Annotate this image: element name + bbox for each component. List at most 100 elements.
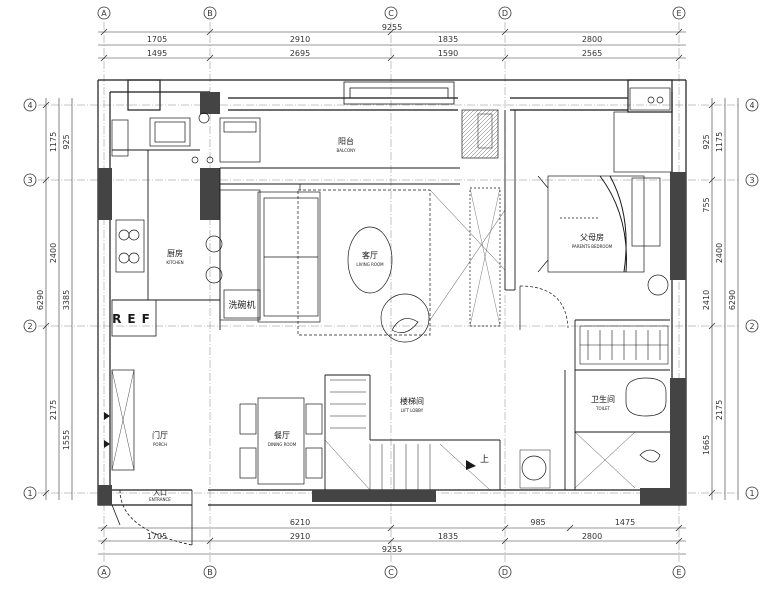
lift-label-cn: 楼梯间 (400, 396, 424, 406)
axis-bottom-4-label: E (676, 568, 681, 577)
dim-left-1: 1175 (49, 132, 58, 152)
toilet-fixtures (574, 377, 670, 489)
bathtub (625, 377, 667, 417)
living-rug (297, 189, 431, 336)
porch-label-en: PORCH (153, 442, 167, 447)
axis-left-3-circle (23, 486, 37, 500)
fridge-label: REF (112, 312, 156, 326)
axis-right-1-circle (745, 173, 759, 187)
axis-bottom-2-label: C (388, 568, 394, 577)
axis-top-0-label: A (101, 9, 107, 18)
entrance-label-cn: 入口 (153, 489, 167, 497)
dim-right-1: 925 (702, 134, 711, 149)
axis-left-2-label: 2 (27, 322, 32, 331)
dim-top2-3: 1590 (438, 49, 458, 58)
dim-bottom2-3: 1835 (438, 532, 458, 541)
axis-left-0-label: 4 (27, 101, 32, 110)
stair-up-label: 上 (480, 454, 489, 465)
dim-left-total: 6290 (36, 290, 45, 310)
dim-top-1: 1705 (147, 35, 167, 44)
axis-bottom-2-circle (384, 565, 398, 579)
axis-bottom-3-circle (498, 565, 512, 579)
parents-label-cn: 父母房 (580, 232, 604, 242)
dishwasher: 洗碗机 (223, 289, 261, 319)
axis-top-0-circle (97, 6, 111, 20)
porch-markers (104, 412, 110, 448)
corridor-wardrobe (579, 325, 669, 365)
dim-right-2: 755 (702, 197, 711, 212)
plant (639, 449, 661, 463)
balcony-label-en: BALCONY (336, 148, 356, 153)
kitchen-fixtures (111, 112, 261, 273)
dim-right-mid-2: 2400 (715, 243, 724, 263)
kitchen-label-en: KITCHEN (166, 260, 183, 265)
dining-table (257, 397, 305, 485)
living-label-en: LIVING ROOM (356, 262, 384, 267)
dim-right-3: 2410 (702, 290, 711, 310)
dim-bottom-3: 1475 (615, 518, 635, 527)
axis-right-1-label: 3 (749, 176, 754, 185)
axis-right-3-circle (745, 486, 759, 500)
axis-top-4-circle (672, 6, 686, 20)
axis-right-0-circle (745, 98, 759, 112)
dim-top-3: 1835 (438, 35, 458, 44)
dim-left-5: 1555 (62, 430, 71, 450)
structural-columns (98, 92, 686, 505)
axis-left-0-circle (23, 98, 37, 112)
double-bed (547, 175, 645, 273)
kitchen-stove (115, 219, 145, 273)
axis-top-1-circle (203, 6, 217, 20)
dim-top2-2: 2695 (290, 49, 310, 58)
axis-top-2-circle (384, 6, 398, 20)
dining-furniture (239, 397, 323, 485)
porch-cabinet (111, 369, 135, 471)
kitchen-counter-top (111, 119, 129, 157)
living-label-cn: 客厅 (362, 250, 378, 260)
dim-top-2: 2910 (290, 35, 310, 44)
dimension-text-bottom: 6210 985 1475 1705 2910 1835 2800 9255 (147, 518, 635, 554)
living-shelf-hatch (469, 187, 501, 327)
dim-left-mid: 3385 (62, 290, 71, 310)
dim-right-total: 6290 (728, 290, 737, 310)
axis-bottom-0-label: A (101, 568, 107, 577)
axis-top-2-label: C (388, 9, 394, 18)
dimension-text-left: 1175 925 2400 3385 2175 1555 6290 (36, 132, 71, 450)
laundry-sink (519, 449, 551, 489)
axis-right-2-circle (745, 319, 759, 333)
dim-bottom2-2: 2910 (290, 532, 310, 541)
dim-bottom-2: 985 (530, 518, 545, 527)
dimension-text-right: 925 1175 755 2400 2410 2175 1665 6290 (702, 132, 737, 455)
dim-right-4: 1665 (702, 435, 711, 455)
axis-left-1-circle (23, 173, 37, 187)
axis-left-1-label: 3 (27, 176, 32, 185)
axis-bottom-1-circle (203, 565, 217, 579)
dim-bottom-1: 6210 (290, 518, 310, 527)
toilet-label-cn: 卫生间 (591, 394, 615, 404)
axis-top-4-label: E (676, 9, 681, 18)
coffee-table (347, 226, 393, 294)
exterior-walls (97, 79, 687, 506)
dim-left-3: 2400 (49, 243, 58, 263)
dim-top2-1: 1495 (147, 49, 167, 58)
bedside-table (631, 177, 661, 247)
axis-right-0-label: 4 (749, 101, 754, 110)
toilet-label-en: TOILET (595, 406, 611, 411)
axis-bottom-1-label: B (207, 568, 213, 577)
top-window (343, 81, 455, 105)
entrance-door (111, 489, 193, 546)
kitchen-label-cn: 厨房 (167, 248, 183, 258)
armchair (380, 293, 430, 343)
balcony-sink (477, 113, 493, 149)
dim-bottom-total: 9255 (382, 545, 402, 554)
washing-machine (219, 117, 261, 163)
dim-top2-4: 2565 (582, 49, 602, 58)
dimension-text-top: 1705 2910 1835 2800 9255 1495 2695 1590 … (147, 23, 602, 58)
axis-left-2-circle (23, 319, 37, 333)
axis-top-3-circle (498, 6, 512, 20)
entrance-label-en: ENTRANCE (149, 497, 171, 502)
axis-guides (38, 22, 740, 562)
axis-left-3-label: 1 (27, 489, 32, 498)
dishwasher-label: 洗碗机 (228, 299, 255, 311)
bedroom-washer (647, 274, 669, 296)
